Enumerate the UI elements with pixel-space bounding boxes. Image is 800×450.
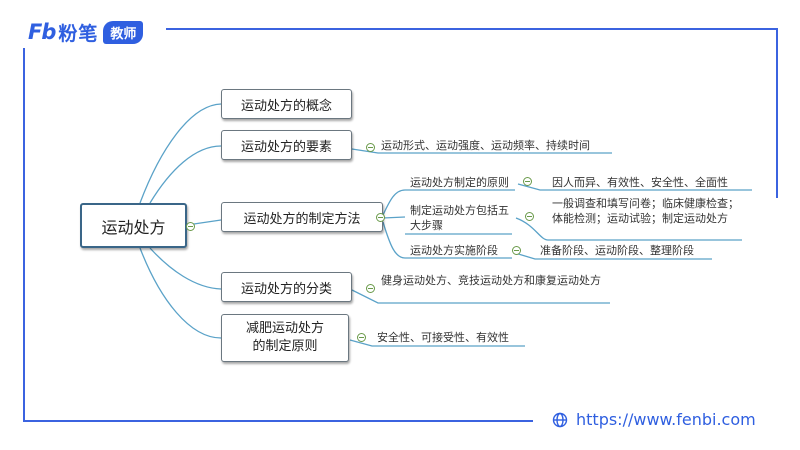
frame-border-top: [166, 28, 778, 30]
brand-name: 粉笔: [58, 22, 99, 45]
branch-node-method: 运动处方的制定方法: [221, 202, 383, 232]
branch-node-elements: 运动处方的要素: [221, 130, 352, 160]
branch-node-category: 运动处方的分类: [221, 272, 352, 302]
collapse-toggle-icon[interactable]: [523, 177, 532, 186]
weight-loss-label-line1: 减肥运动处方: [245, 321, 324, 336]
principle-detail-text: 因人而异、有效性、安全性、全面性: [552, 176, 728, 189]
collapse-toggle-icon[interactable]: [357, 333, 366, 342]
category-detail-text: 健身运动处方、竞技运动处方和康复运动处方: [381, 274, 601, 287]
connector-elements-detail: [351, 148, 612, 154]
frame-border-left: [23, 48, 25, 422]
mindmap-root-node: 运动处方: [80, 203, 187, 248]
website-link[interactable]: https://www.fenbi.com: [552, 410, 756, 429]
connector-implement-detail: [514, 252, 712, 260]
frame-border-bottom: [23, 420, 533, 422]
collapse-toggle-icon[interactable]: [525, 212, 534, 221]
steps-label: 制定运动处方包括五大步骤: [410, 204, 509, 232]
branch-node-concept: 运动处方的概念: [221, 89, 352, 119]
connector-root-weight: [139, 247, 222, 339]
weight-loss-detail-text: 安全性、可接受性、有效性: [377, 331, 509, 344]
steps-detail-text: 一般调查和填写问卷；临床健康检查；体能检测；运动试验；制定运动处方: [552, 197, 739, 225]
connector-root-category: [149, 247, 222, 290]
connector-root-concept: [139, 103, 222, 204]
collapse-toggle-icon[interactable]: [186, 222, 195, 231]
branch-node-weight-loss: 减肥运动处方 的制定原则: [221, 314, 349, 362]
connector-weight-detail: [349, 339, 525, 347]
frame-border-right: [776, 28, 778, 198]
implement-label: 运动处方实施阶段: [410, 244, 498, 257]
brand-tag: 教师: [103, 20, 144, 44]
globe-icon: [552, 412, 568, 427]
weight-loss-label-line2: 的制定原则: [252, 339, 318, 354]
brand-logo: Fb 粉笔 教师: [28, 20, 144, 45]
connector-method-principle: [382, 189, 515, 216]
connector-method-steps: [382, 216, 406, 219]
website-url: https://www.fenbi.com: [576, 410, 756, 429]
collapse-toggle-icon[interactable]: [366, 284, 375, 293]
collapse-toggle-icon[interactable]: [512, 246, 521, 255]
logo-mark: Fb: [28, 20, 56, 44]
connector-principle-detail: [517, 183, 752, 191]
connector-method-implement: [382, 221, 512, 259]
elements-detail-text: 运动形式、运动强度、运动频率、持续时间: [381, 139, 590, 152]
connector-category-detail: [351, 289, 610, 304]
principle-label: 运动处方制定的原则: [410, 176, 509, 189]
connector-root-elements: [149, 145, 222, 204]
collapse-toggle-icon[interactable]: [366, 143, 375, 152]
collapse-toggle-icon[interactable]: [376, 213, 385, 222]
connector-steps-detail: [515, 217, 742, 241]
implement-detail-text: 准备阶段、运动阶段、整理阶段: [540, 244, 694, 257]
